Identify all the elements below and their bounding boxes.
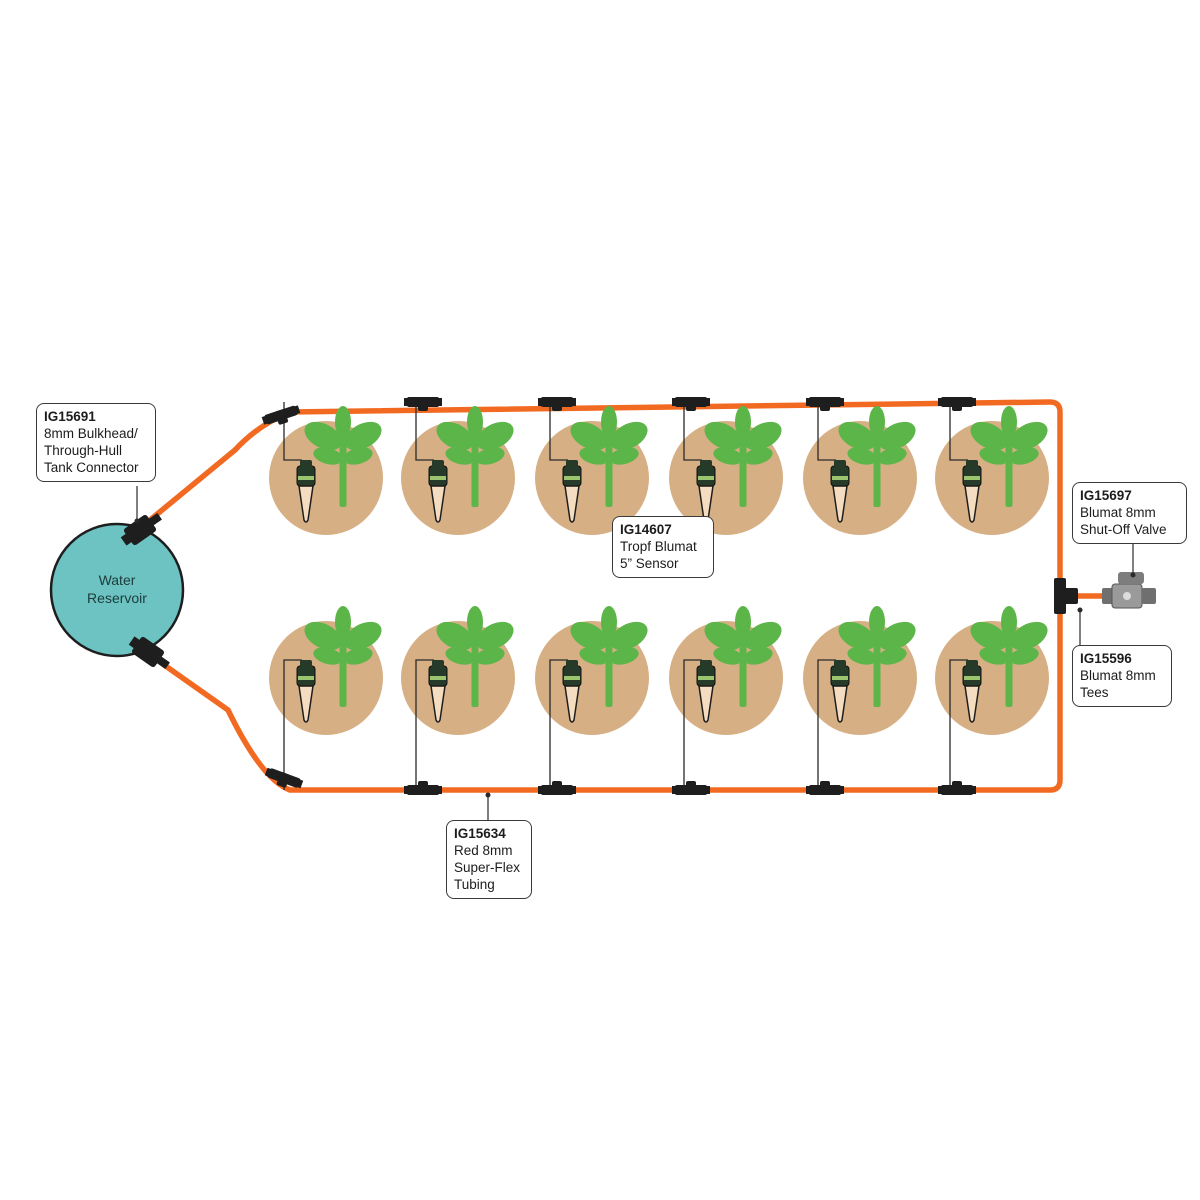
- plant: [838, 606, 916, 707]
- callout-sensor: IG14607 Tropf Blumat 5” Sensor: [612, 516, 714, 578]
- tee-fitting: [938, 781, 976, 795]
- blumat-sensor: [696, 660, 716, 723]
- tee-fitting: [261, 405, 301, 425]
- reservoir-label-line2: Reservoir: [87, 590, 147, 606]
- plant-pot-bottom-2: [401, 606, 515, 790]
- plant: [970, 606, 1048, 707]
- plant-pot-bottom-1: [269, 606, 383, 790]
- callout-code: IG15697: [1080, 488, 1132, 503]
- callout-line: Tropf Blumat: [620, 539, 697, 554]
- blumat-sensor: [296, 460, 316, 523]
- callout-line: Tubing: [454, 877, 495, 892]
- tee-fitting: [404, 781, 442, 795]
- tee-fitting: [404, 397, 442, 411]
- callout-line: Super-Flex: [454, 860, 521, 875]
- leader-dots: [134, 518, 1136, 798]
- plant-pot-bottom-4: [669, 606, 783, 790]
- blumat-sensor: [428, 460, 448, 523]
- plant-pot-top-4: [669, 402, 783, 535]
- plant-pot-top-3: [535, 402, 649, 535]
- callout-code: IG14607: [620, 522, 672, 537]
- plant: [838, 406, 916, 507]
- bulkhead-connector-bottom: [128, 636, 170, 670]
- callout-line: Tank Connector: [44, 460, 139, 475]
- plant-pot-bottom-6: [935, 606, 1049, 790]
- plant: [304, 606, 382, 707]
- water-reservoir: [49, 522, 185, 658]
- plant: [436, 606, 514, 707]
- callout-tubing: IG15634 Red 8mm Super-Flex Tubing: [446, 820, 532, 899]
- tee-fitting: [806, 781, 844, 795]
- blumat-sensor: [962, 660, 982, 723]
- plant: [970, 406, 1048, 507]
- callout-tees: IG15596 Blumat 8mm Tees: [1072, 645, 1172, 707]
- tee-fitting: [264, 767, 304, 789]
- plant-pot-top-6: [935, 402, 1049, 535]
- callout-line: Shut-Off Valve: [1080, 522, 1167, 537]
- plant: [570, 406, 648, 507]
- plant-pot-bottom-3: [535, 606, 649, 790]
- callout-code: IG15596: [1080, 651, 1132, 666]
- reservoir-label: Water Reservoir: [57, 571, 177, 607]
- plant-pot-top-2: [401, 402, 515, 535]
- tubing-tees: [261, 397, 976, 795]
- plant: [304, 406, 382, 507]
- plant: [436, 406, 514, 507]
- plant: [570, 606, 648, 707]
- reservoir-label-line1: Water: [98, 572, 136, 588]
- plant: [704, 406, 782, 507]
- plant-pots: [269, 402, 1049, 790]
- callout-line: Red 8mm: [454, 843, 513, 858]
- blumat-sensor: [562, 660, 582, 723]
- plant-pot-top-1: [269, 402, 383, 535]
- plant-pot-top-5: [803, 402, 917, 535]
- shutoff-valve: [1102, 572, 1156, 609]
- callout-line: Blumat 8mm: [1080, 668, 1156, 683]
- plant: [704, 606, 782, 707]
- callout-code: IG15691: [44, 409, 96, 424]
- tee-fitting: [806, 397, 844, 411]
- plant-pot-bottom-5: [803, 606, 917, 790]
- callout-line: Blumat 8mm: [1080, 505, 1156, 520]
- blumat-sensor: [562, 460, 582, 523]
- tee-fitting: [538, 397, 576, 411]
- blumat-sensor: [830, 660, 850, 723]
- bulkhead-connector-top: [120, 512, 162, 546]
- callout-shutoff-valve: IG15697 Blumat 8mm Shut-Off Valve: [1072, 482, 1187, 544]
- blumat-sensor: [962, 460, 982, 523]
- tee-fitting: [938, 397, 976, 411]
- tee-fitting: [672, 781, 710, 795]
- blumat-sensor: [296, 660, 316, 723]
- callout-tank-connector: IG15691 8mm Bulkhead/ Through-Hull Tank …: [36, 403, 156, 482]
- callout-line: Through-Hull: [44, 443, 123, 458]
- blumat-sensor: [830, 460, 850, 523]
- blumat-sensor: [428, 660, 448, 723]
- callout-line: 5” Sensor: [620, 556, 679, 571]
- valve-tee: [1054, 578, 1078, 614]
- tee-fitting: [538, 781, 576, 795]
- callout-line: 8mm Bulkhead/: [44, 426, 138, 441]
- callout-line: Tees: [1080, 685, 1109, 700]
- tee-fitting: [672, 397, 710, 411]
- callout-code: IG15634: [454, 826, 506, 841]
